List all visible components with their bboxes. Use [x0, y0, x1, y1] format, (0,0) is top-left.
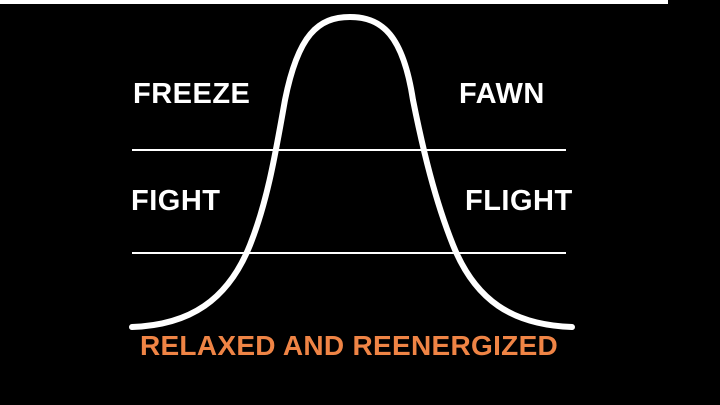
bell-curve: [129, 14, 575, 330]
freeze-label: FREEZE: [133, 78, 251, 110]
fight-label: FIGHT: [131, 185, 221, 217]
flight-label: FLIGHT: [465, 185, 573, 217]
top-border-bar: [0, 0, 668, 4]
fawn-label: FAWN: [459, 78, 545, 110]
relaxed-reenergized-label: RELAXED AND REENERGIZED: [139, 330, 559, 361]
